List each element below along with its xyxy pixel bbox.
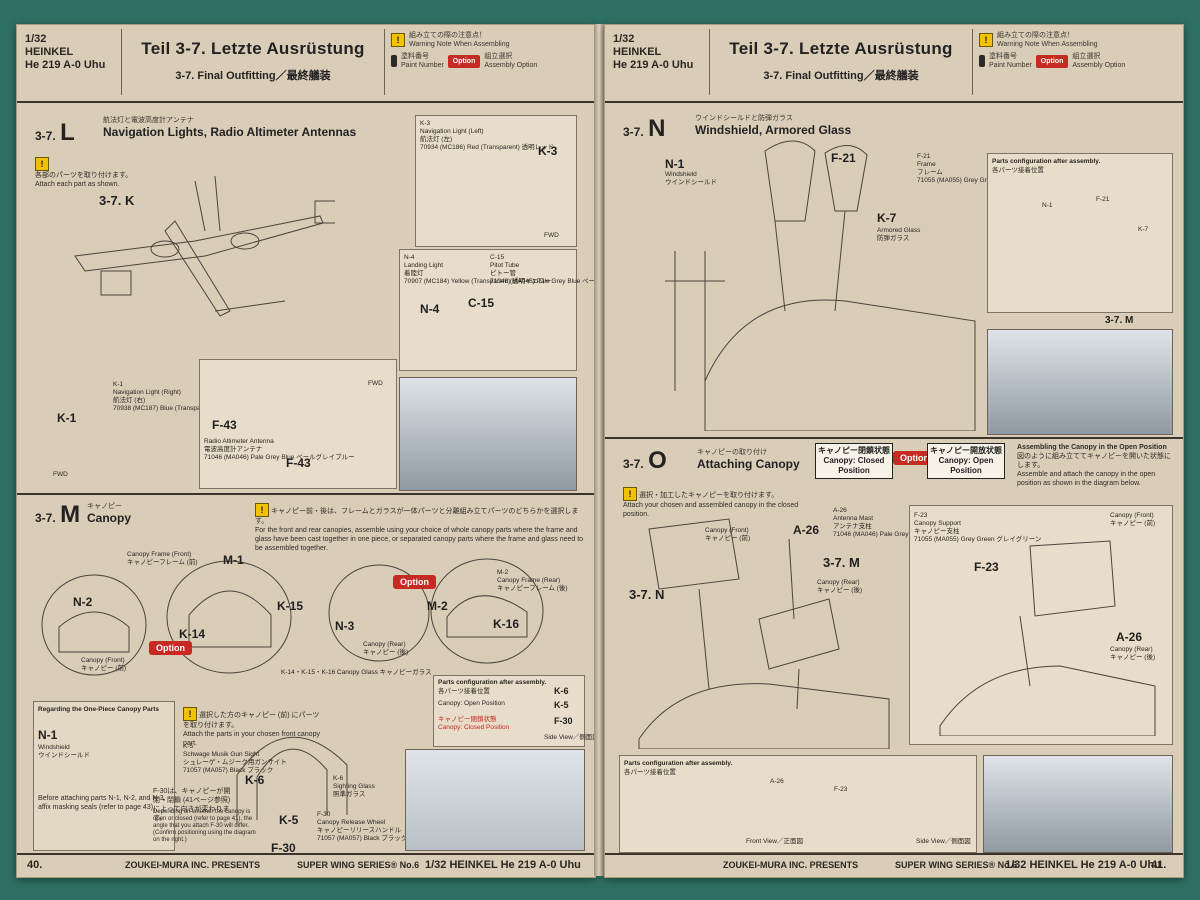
detail-F43: F-43 F-43 Radio Altimeter Antenna 電波高度計ア… (199, 359, 397, 489)
option-badge: Option (149, 641, 192, 655)
photo-wing (399, 377, 577, 491)
section-M-title: 3-7. M (35, 501, 81, 528)
section-O: 3-7. O キャノピーの取り付け Attaching Canopy キャノピー… (605, 437, 1183, 855)
footer: 40. ZOUKEI-MURA INC. PRESENTS SUPER WING… (17, 853, 595, 877)
one-piece-box: Regarding the One-Piece Canopy Parts N-1… (33, 701, 175, 851)
config-box-O: Parts configuration after assembly. 各パーツ… (619, 755, 977, 853)
paint-bottle-icon (979, 55, 985, 67)
page-number: 40. (27, 859, 43, 871)
section-L-note: ! 各部のパーツを取り付けます。 Attach each part as sho… (35, 157, 133, 188)
option-badge: Option (893, 451, 936, 465)
page-right: 1/32 HEINKEL He 219 A-0 Uhu Teil 3-7. Le… (604, 24, 1184, 878)
closed-position-label: キャノピー閉鎖状態 Canopy: Closed Position (815, 443, 893, 479)
section-L: 3-7. L 航法灯と電波高度計アンテナ Navigation Lights, … (17, 101, 641, 493)
binding-spine (594, 24, 604, 876)
page-subtitle: 3-7. Final Outfitting／最終艤装 (763, 70, 919, 82)
footer: ZOUKEI-MURA INC. PRESENTS SUPER WING SER… (605, 853, 1183, 877)
open-position-label: キャノピー開放状態 Canopy: Open Position (927, 443, 1005, 479)
page-subtitle: 3-7. Final Outfitting／最終艤装 (175, 70, 331, 82)
page-left: 1/32 HEINKEL He 219 A-0 Uhu Teil 3-7. Le… (16, 24, 641, 878)
legend: ! 組み立ての際の注意点！Warning Note When Assemblin… (979, 31, 1175, 73)
warning-icon: ! (35, 157, 49, 171)
legend: ! 組み立ての際の注意点！Warning Note When Assemblin… (391, 31, 587, 73)
title-box: Teil 3-7. Letzte Ausrüstung 3-7. Final O… (121, 29, 385, 95)
header: 1/32 HEINKEL He 219 A-0 Uhu Teil 3-7. Le… (605, 25, 1183, 103)
photo-cockpit (987, 329, 1173, 435)
rear-canopy-drawing (328, 558, 544, 664)
cockpit-drawing (665, 140, 976, 431)
section-L-title: 3-7. L (35, 119, 75, 146)
detail-N4-C15: N-4 Landing Light 着陸灯 70907 (MC184) Yell… (399, 249, 641, 371)
section-N: 3-7. N ウインドシールドと防弾ガラス Windshield, Armore… (605, 101, 1183, 437)
page-title: Teil 3-7. Letzte Ausrüstung (141, 39, 365, 58)
section-O-title: 3-7. O (623, 447, 667, 474)
photo-canopy (405, 749, 585, 851)
page-title: Teil 3-7. Letzte Ausrüstung (729, 39, 953, 58)
paint-bottle-icon (391, 55, 397, 67)
closed-canopy-drawing (638, 518, 890, 749)
option-badge: Option (393, 575, 436, 589)
section-M-note: ! キャノピー前・後は、フレームとガラスが一体パーツと分離組み立てパーツのどちら… (255, 503, 584, 552)
open-position-note: Assembling the Canopy in the Open Positi… (1017, 444, 1171, 487)
page-number: 41. (1151, 859, 1167, 871)
header: 1/32 HEINKEL He 219 A-0 Uhu Teil 3-7. Le… (17, 25, 595, 103)
model-name: 1/32 HEINKEL He 219 A-0 Uhu (613, 33, 694, 71)
config-box-N: Parts configuration after assembly. 各パーツ… (987, 153, 1173, 313)
canopy-frame-detail (236, 736, 348, 825)
section-O-note: ! 選択・加工したキャノピーを取り付けます。 Attach your chose… (623, 487, 799, 518)
section-M: 3-7. M キャノピー Canopy ! キャノピー前・後は、フレームとガラス… (17, 493, 599, 855)
photo-open-canopy (983, 755, 1173, 853)
section-N-title: 3-7. N (623, 115, 666, 142)
select-note: ! 選択した方のキャノピー (前) にパーツを取り付けます。 Attach th… (183, 707, 320, 747)
detail-K3: K-3 Navigation Light (Left) 航法灯 (左) 7093… (415, 115, 577, 247)
aircraft-drawing (74, 175, 335, 317)
warning-icon: ! (623, 487, 637, 501)
model-name: 1/32 HEINKEL He 219 A-0 Uhu (25, 33, 106, 71)
warning-icon: ! (183, 707, 197, 721)
warning-icon: ! (391, 33, 405, 47)
config-box: Parts configuration after assembly. 各パーツ… (433, 675, 599, 747)
warning-icon: ! (979, 33, 993, 47)
ref-3-7-K: 3-7. K (99, 193, 135, 208)
open-canopy-box: F-23 Canopy Support キャノピー支柱 71055 (MA055… (909, 505, 1173, 745)
title-box: Teil 3-7. Letzte Ausrüstung 3-7. Final O… (709, 29, 973, 95)
option-arrow-icon: Option (447, 54, 481, 68)
canopy-frame-drawing (41, 560, 292, 676)
option-arrow-icon: Option (1035, 54, 1069, 68)
warning-icon: ! (255, 503, 269, 517)
